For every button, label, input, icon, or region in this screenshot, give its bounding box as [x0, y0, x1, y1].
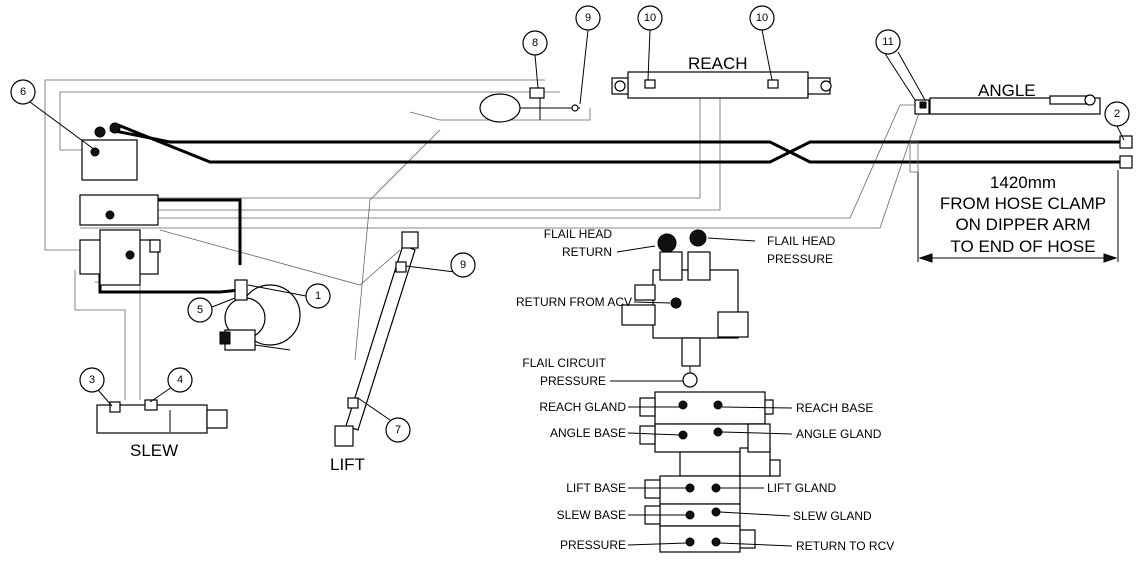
- acv-block: [621, 229, 749, 388]
- pump-assembly: [219, 279, 301, 351]
- lift-cylinder: [334, 231, 419, 447]
- svg-text:ON DIPPER ARM: ON DIPPER ARM: [955, 215, 1090, 234]
- port-leader-lines: [610, 237, 793, 547]
- svg-text:7: 7: [395, 424, 401, 436]
- svg-text:2: 2: [1114, 108, 1120, 120]
- flail-head-return-label-1: FLAIL HEAD: [544, 227, 613, 241]
- callout-5: 5: [187, 297, 213, 323]
- svg-text:1: 1: [315, 290, 321, 302]
- slew-label: SLEW: [130, 441, 178, 460]
- hose-end-2: [1119, 135, 1133, 169]
- flail-head-pressure-label-2: PRESSURE: [767, 252, 833, 266]
- callout-circles: 1 2 3 4 5 6 7 8 9 9 10 10 11: [10, 5, 1130, 443]
- svg-text:6: 6: [20, 86, 26, 98]
- lift-gland-label: LIFT GLAND: [767, 481, 836, 495]
- slew-cylinder: [96, 399, 228, 434]
- callout-3: 3: [79, 367, 105, 393]
- callout-1: 1: [305, 283, 331, 309]
- svg-text:11: 11: [882, 36, 893, 48]
- slew-gland-label: SLEW GLAND: [793, 509, 872, 523]
- svg-text:1420mm: 1420mm: [990, 173, 1056, 192]
- svg-text:9: 9: [585, 12, 591, 24]
- svg-text:5: 5: [197, 304, 203, 316]
- reach-base-label: REACH BASE: [796, 401, 873, 415]
- valve-block-6: [79, 122, 161, 286]
- flail-head-pressure-label-1: FLAIL HEAD: [767, 234, 836, 248]
- svg-text:4: 4: [177, 374, 183, 386]
- angle-base-label: ANGLE BASE: [550, 426, 626, 440]
- callout-11: 11: [875, 29, 901, 55]
- svg-text:8: 8: [532, 37, 538, 49]
- svg-text:FROM HOSE CLAMP: FROM HOSE CLAMP: [940, 194, 1106, 213]
- dimension-text: 1420mm FROM HOSE CLAMP ON DIPPER ARM TO …: [940, 173, 1106, 256]
- flail-head-return-label-2: RETURN: [562, 245, 612, 259]
- callout-10-right: 10: [749, 5, 775, 31]
- return-from-acv-label: RETURN FROM ACV: [516, 295, 632, 309]
- svg-text:9: 9: [460, 259, 466, 271]
- callout-9-lift: 9: [450, 252, 476, 278]
- callout-4: 4: [167, 367, 193, 393]
- svg-text:3: 3: [89, 374, 95, 386]
- angle-label: ANGLE: [978, 81, 1036, 100]
- return-to-rcv-label: RETURN TO RCV: [796, 539, 894, 553]
- callout-10-left: 10: [637, 5, 663, 31]
- svg-text:10: 10: [644, 12, 656, 24]
- callout-6: 6: [10, 79, 36, 105]
- callout-7: 7: [385, 417, 411, 443]
- port-labels: FLAIL HEAD RETURN FLAIL HEAD PRESSURE RE…: [516, 227, 894, 553]
- callout-2: 2: [1104, 101, 1130, 127]
- callout-leaders: [29, 29, 1125, 421]
- svg-text:10: 10: [756, 12, 768, 24]
- flail-circuit-pressure-label-2: PRESSURE: [540, 374, 606, 388]
- lift-label: LIFT: [330, 455, 365, 474]
- flail-circuit-pressure-label-1: FLAIL CIRCUIT: [522, 356, 606, 370]
- reach-label: REACH: [688, 54, 748, 73]
- angle-gland-label: ANGLE GLAND: [796, 427, 882, 441]
- callout-8: 8: [522, 30, 548, 56]
- reach-cylinder: [611, 71, 832, 99]
- lift-base-label: LIFT BASE: [566, 481, 626, 495]
- slew-base-label: SLEW BASE: [557, 508, 626, 522]
- accumulator: [479, 87, 580, 123]
- reach-gland-label: REACH GLAND: [539, 400, 626, 414]
- callout-9-top: 9: [575, 5, 601, 31]
- pressure-label: PRESSURE: [560, 538, 626, 552]
- angle-cylinder: [914, 94, 1101, 115]
- svg-text:TO END OF HOSE: TO END OF HOSE: [950, 237, 1095, 256]
- dimension-lines: [909, 141, 1119, 263]
- rcv-stack: [639, 391, 781, 553]
